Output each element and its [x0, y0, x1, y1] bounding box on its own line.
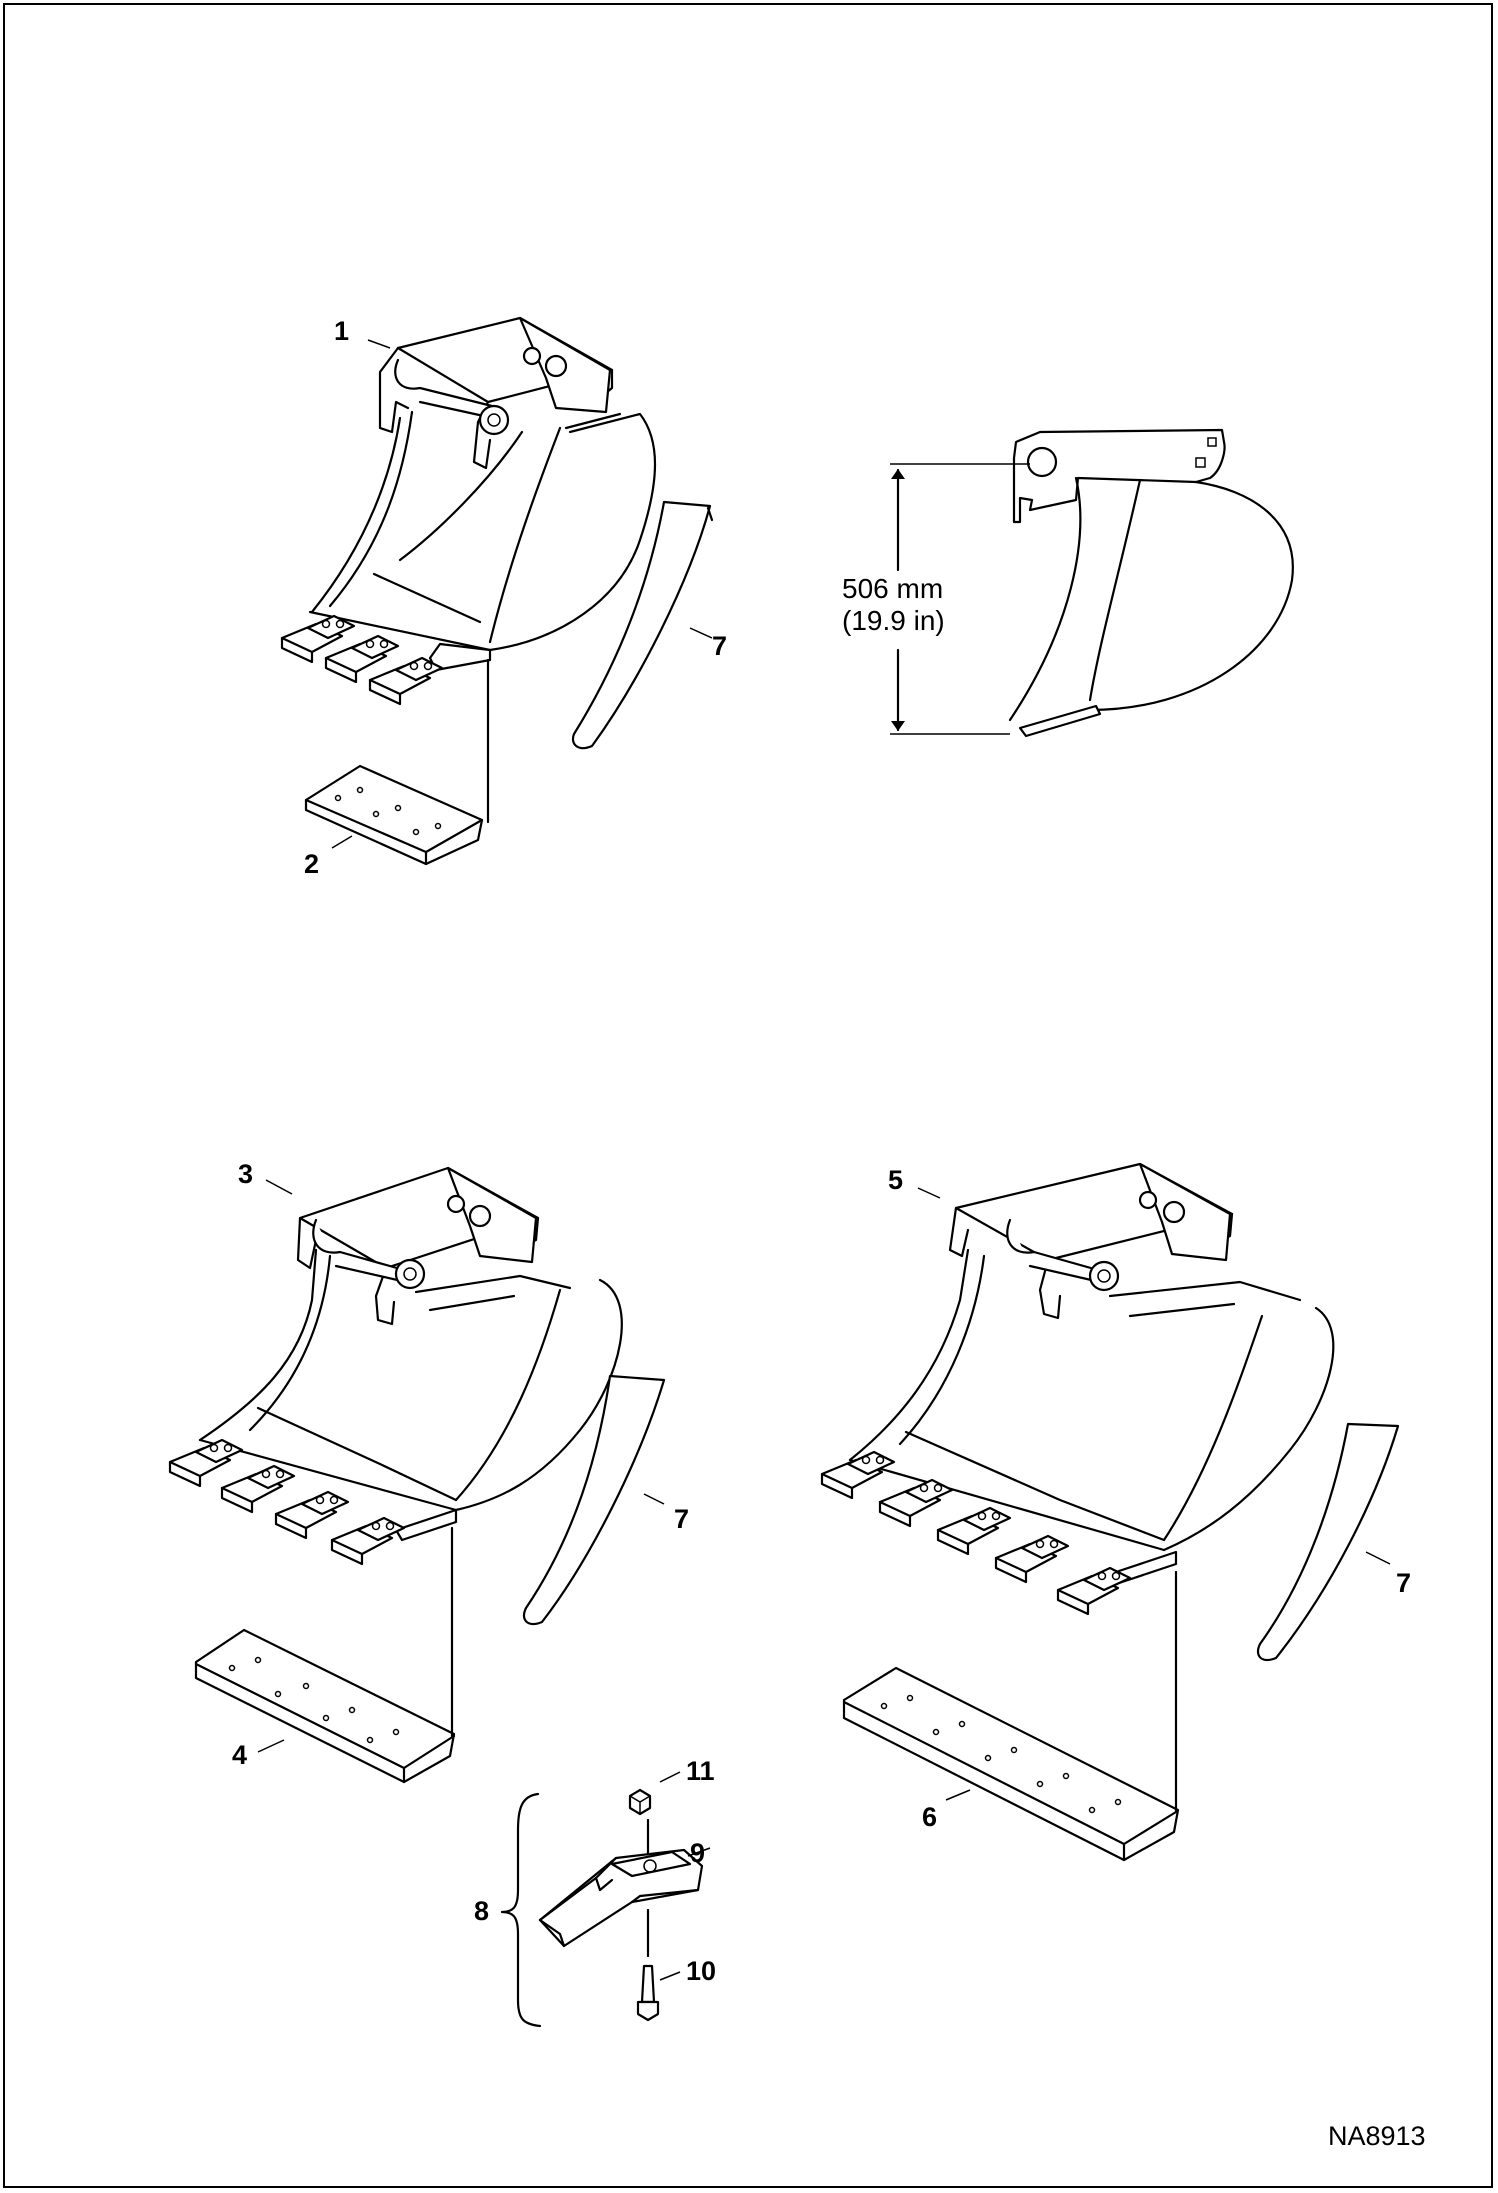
callout-5: 5	[888, 1165, 903, 1195]
callout-6: 6	[922, 1802, 937, 1832]
callout-7-c: 7	[1396, 1568, 1411, 1598]
bucket-profile-drawing	[890, 428, 1294, 738]
drawing-code: NA8913	[1328, 2121, 1426, 2151]
callout-10: 10	[686, 1956, 716, 1986]
callout-1: 1	[334, 316, 349, 346]
dimension-imperial: (19.9 in)	[842, 605, 945, 636]
callout-leaders	[257, 339, 1391, 1981]
callout-9: 9	[690, 1838, 705, 1868]
callout-4: 4	[232, 1740, 247, 1770]
dimension-metric: 506 mm	[842, 573, 943, 604]
bucket-3-drawing	[168, 1166, 666, 1784]
tooth-assembly-drawing	[500, 1788, 704, 2028]
callout-11: 11	[686, 1756, 715, 1786]
callout-7-b: 7	[674, 1504, 689, 1534]
callout-3: 3	[238, 1159, 253, 1189]
bucket-5-drawing	[820, 1162, 1400, 1862]
drawing-frame	[3, 3, 1493, 2188]
callout-8: 8	[474, 1896, 489, 1926]
callout-2: 2	[304, 849, 319, 879]
bucket-1-drawing	[280, 316, 714, 866]
callout-7-a: 7	[712, 631, 727, 661]
